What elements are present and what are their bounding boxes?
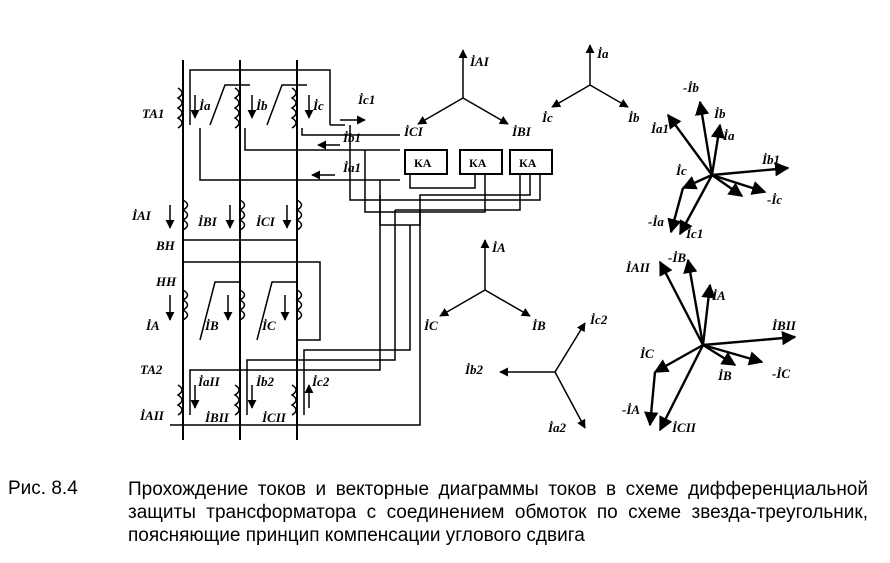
ta2-label: TA2 [140, 362, 163, 377]
lv-winding-coils [181, 289, 303, 321]
hv-winding-coils [181, 199, 303, 231]
current-label: İb1 [342, 130, 361, 145]
vector-label: İa1 [650, 121, 669, 136]
vector-label: İb2 [464, 362, 484, 377]
vector-label: İAII [625, 260, 651, 275]
current-label: İCII [261, 410, 287, 425]
current-label: İb [255, 98, 268, 113]
current-label: İB [204, 318, 219, 333]
current-label: İa1 [342, 160, 361, 175]
current-label: İBII [204, 410, 230, 425]
vector-label: İa [596, 46, 609, 61]
vector-label: İb [627, 110, 640, 125]
vector-label: İC [639, 346, 654, 361]
current-label: İCI [255, 214, 276, 229]
current-label: İc [312, 98, 324, 113]
vector-label: İc1 [685, 226, 703, 241]
vector-label: -İb [683, 80, 699, 95]
vector-diagram-bottom: İAII -İB İA İBII İC İB -İC -İA İCII [622, 250, 797, 435]
vector-label: İb1 [761, 152, 780, 167]
vector-label: -İA [622, 402, 640, 417]
current-label: İb2 [255, 374, 275, 389]
vector-label: İc [541, 110, 553, 125]
vector-label: -İB [668, 250, 686, 265]
current-label: İC [261, 318, 276, 333]
vector-diagram-top: İb -İb İa İa1 İb1 İc -İc -İa İc1 [648, 80, 790, 241]
current-label: İa [198, 98, 211, 113]
current-label: İc1 [357, 92, 375, 107]
star-hv-primary: İAI İBI İCI [403, 49, 532, 139]
vector-label: İc2 [589, 312, 608, 327]
vector-label: -İc [767, 192, 782, 207]
vector-label: İb [713, 106, 726, 121]
vector-label: İBII [771, 318, 797, 333]
ta1-label: TA1 [142, 106, 164, 121]
ka-label: КА [519, 156, 537, 170]
hv-label: ВН [155, 238, 176, 253]
circuit-schematic: КА КА КА TA1 İa İb İc İc1 İb1 İa1 İAI İB… [131, 60, 553, 440]
ka-label: КА [414, 156, 432, 170]
star-ta2-secondary: İc2 İb2 İa2 [464, 312, 608, 435]
vector-label: İBI [511, 124, 532, 139]
vector-label: İB [717, 368, 732, 383]
ka-label: КА [469, 156, 487, 170]
caption-text: Прохождение токов и векторные диаграммы … [128, 479, 868, 546]
vector-label: İC [423, 318, 438, 333]
vector-label: İa2 [547, 420, 567, 435]
star-ta1-secondary: İa İb İc [541, 44, 640, 125]
ta2-coils [176, 384, 297, 416]
vector-label: İa [722, 128, 735, 143]
differential-protection-diagram: КА КА КА TA1 İa İb İc İc1 İb1 İa1 İAI İB… [131, 44, 797, 440]
vector-label: İc [675, 163, 687, 178]
current-label: İAI [131, 208, 152, 223]
current-label: İBI [197, 214, 218, 229]
current-label: İA [145, 318, 160, 333]
current-label: İaII [197, 374, 221, 389]
ka-relays: КА КА КА [404, 149, 553, 175]
ta1-coils [176, 87, 297, 129]
current-label: İAII [139, 408, 165, 423]
vector-label: İCI [403, 124, 424, 139]
star-lv: İA İB İC [423, 239, 546, 333]
caption-label: Рис. 8.4 [8, 478, 78, 499]
vector-label: İB [531, 318, 546, 333]
vector-label: İAI [469, 54, 490, 69]
vector-label: -İa [648, 214, 664, 229]
vector-label: İCII [671, 420, 697, 435]
vector-label: İA [711, 288, 726, 303]
vector-label: İA [491, 240, 506, 255]
current-label: İc2 [311, 374, 330, 389]
vector-label: -İC [772, 366, 790, 381]
lv-label: НН [155, 274, 177, 289]
